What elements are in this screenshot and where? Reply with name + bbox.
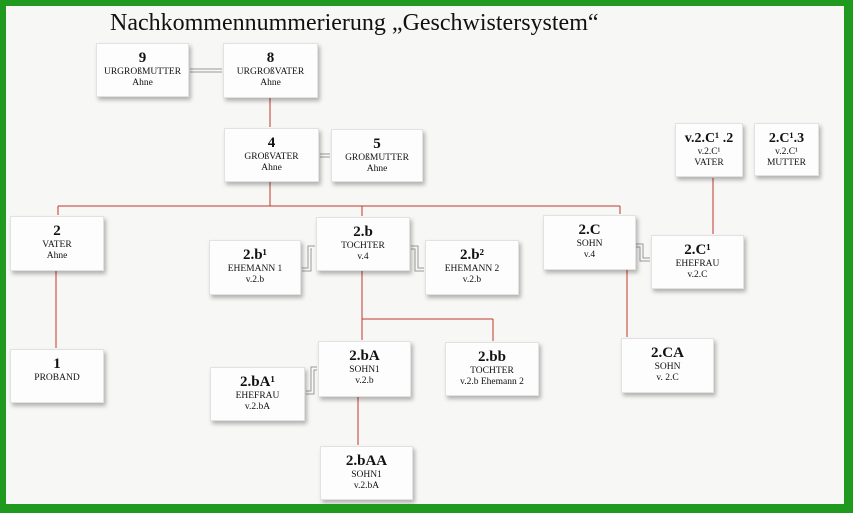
node-number: 2.bAA <box>345 453 388 469</box>
marriage-2b1 <box>302 248 312 272</box>
node-5-grossmutter: 5 GROßMUTTER Ahne <box>331 129 423 182</box>
node-role: SOHN <box>654 362 681 372</box>
node-relation: v.2.b <box>462 275 482 285</box>
node-2C1-vater: v.2.C¹ .2 v.2.C¹ VATER <box>675 123 743 177</box>
node-number: 2.CA <box>651 345 684 361</box>
node-number: 2.C¹.3 <box>768 131 805 146</box>
node-number: 2.b <box>353 224 373 240</box>
node-number: 2.C <box>578 222 601 238</box>
marriage-2C1 <box>636 246 650 262</box>
node-2C1-mutter: 2.C¹.3 v.2.C¹ MUTTER <box>754 123 819 176</box>
marriage-2C1 <box>636 243 650 259</box>
node-8-urgrossvater: 8 URGROßVATER Ahne <box>223 43 318 98</box>
node-9-urgrossmutter: 9 URGROßMUTTER Ahne <box>96 43 189 97</box>
node-role: SOHN1 <box>349 365 380 375</box>
node-2bAA-sohn1: 2.bAA SOHN1 v.2.bA <box>320 446 413 500</box>
node-role: SOHN <box>576 239 603 249</box>
node-relation: Ahne <box>46 251 68 261</box>
node-2-vater: 2 VATER Ahne <box>10 216 104 271</box>
node-role: TOCHTER <box>341 241 385 251</box>
node-relation: Ahne <box>366 164 388 174</box>
node-number: 5 <box>373 136 381 152</box>
node-number: 2 <box>53 223 61 239</box>
node-role: EHEMANN 1 <box>227 264 283 274</box>
node-2b2-ehemann-2: 2.b² EHEMANN 2 v.2.b <box>425 240 519 295</box>
node-role: GROßVATER <box>244 152 299 162</box>
node-role: SOHN1 <box>351 470 382 480</box>
node-relation: v.2.b <box>245 275 265 285</box>
node-relation: v.4 <box>583 250 596 260</box>
connector-lines <box>55 68 714 445</box>
node-2b-tochter: 2.b TOCHTER v.4 <box>316 217 410 271</box>
node-role: TOCHTER <box>470 366 514 376</box>
node-relation: Ahne <box>132 78 153 88</box>
node-2CA-sohn: 2.CA SOHN v. 2.C <box>621 338 714 393</box>
node-1-proband: 1 PROBAND <box>10 349 104 403</box>
node-number: 8 <box>266 50 275 66</box>
node-number: 2.b¹ <box>242 247 268 263</box>
node-relation: v.2.bA <box>353 481 380 491</box>
node-relation: v. 2.C <box>656 373 679 383</box>
marriage-2b2 <box>411 248 424 272</box>
diagram-canvas: Nachkommennummerierung „Geschwistersyste… <box>6 6 844 504</box>
node-number: v.2.C¹ .2 <box>684 131 734 146</box>
node-role: v.2.C¹ <box>775 147 798 157</box>
node-relation: v.4 <box>357 252 369 262</box>
page-title: Nachkommennummerierung „Geschwistersyste… <box>110 10 599 36</box>
node-relation: v.2.C <box>687 270 708 280</box>
node-2b1-ehemann-1: 2.b¹ EHEMANN 1 v.2.b <box>209 240 301 295</box>
node-role: VATER <box>42 240 72 250</box>
node-role: URGROßMUTTER <box>103 67 182 77</box>
node-number: 4 <box>267 135 276 151</box>
node-number: 2.C¹ <box>684 242 711 258</box>
marriage-2b2 <box>411 245 424 269</box>
node-role: PROBAND <box>34 373 80 383</box>
node-relation: Ahne <box>260 78 281 88</box>
node-relation: v.2.bA <box>244 402 271 412</box>
node-number: 2.bA¹ <box>240 374 275 390</box>
node-number: 9 <box>138 50 147 66</box>
node-role: EHEFRAU <box>235 391 280 401</box>
node-role: v.2.C¹ <box>697 147 721 157</box>
node-relation: Ahne <box>261 163 282 173</box>
node-2bA1-ehefrau: 2.bA¹ EHEFRAU v.2.bA <box>210 367 305 421</box>
node-number: 2.bb <box>478 349 506 365</box>
marriage-2bA1 <box>306 369 317 395</box>
node-relation: v.2.b <box>355 376 374 386</box>
node-number: 2.bA <box>349 348 380 364</box>
node-role: EHEFRAU <box>675 259 720 269</box>
node-2bA-sohn1: 2.bA SOHN1 v.2.b <box>318 341 411 397</box>
node-relation: v.2.b Ehemann 2 <box>460 377 524 387</box>
node-number: 2.b² <box>459 247 485 263</box>
node-2C1-ehefrau: 2.C¹ EHEFRAU v.2.C <box>651 235 744 289</box>
node-role: URGROßVATER <box>236 67 305 77</box>
node-relation: MUTTER <box>766 158 807 168</box>
node-role: GROßMUTTER <box>345 153 409 163</box>
node-number: 1 <box>53 356 61 372</box>
node-role: EHEMANN 2 <box>444 264 500 274</box>
node-4-grossvater: 4 GROßVATER Ahne <box>224 128 319 182</box>
marriage-2bA1 <box>306 366 317 392</box>
marriage-2b1 <box>302 245 315 269</box>
node-2bb-tochter: 2.bb TOCHTER v.2.b Ehemann 2 <box>445 342 539 396</box>
node-relation: VATER <box>694 158 724 168</box>
node-2C-sohn: 2.C SOHN v.4 <box>543 215 636 270</box>
